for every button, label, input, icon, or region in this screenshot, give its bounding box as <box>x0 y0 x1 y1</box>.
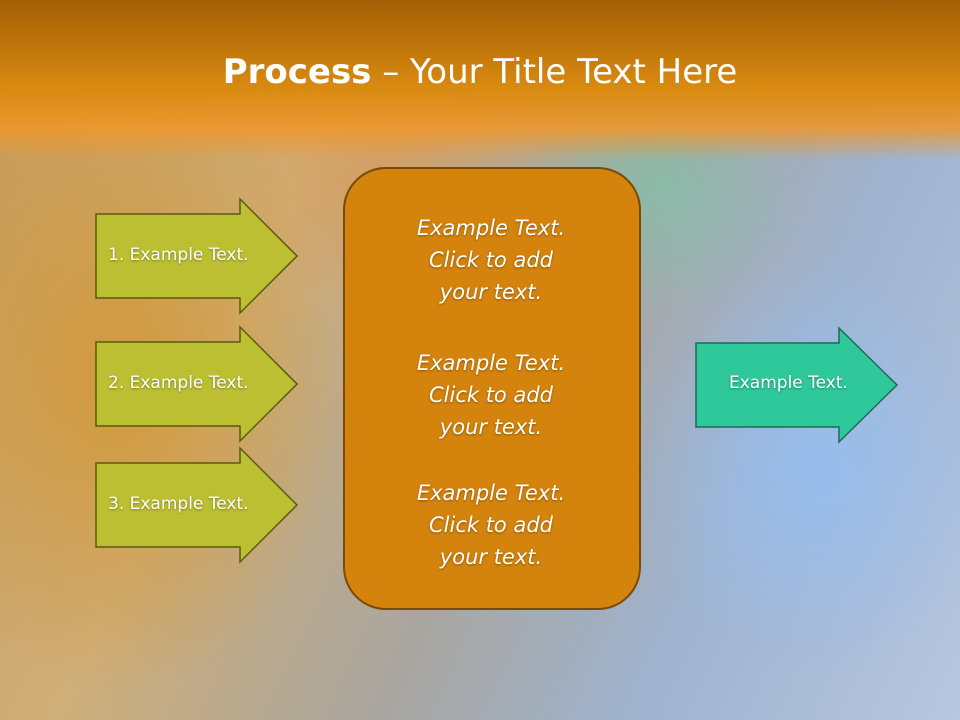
left-arrow-1-label: 1. Example Text. <box>108 245 249 265</box>
slide-title[interactable]: Process – Your Title Text Here <box>0 52 960 92</box>
center-text-line: Example Text. <box>416 216 566 240</box>
center-text-line: your text. <box>439 280 543 304</box>
slide-title-rest: – Your Title Text Here <box>371 52 738 92</box>
center-text-line: Click to add <box>428 248 553 272</box>
center-text-block-1: Example Text. Click to add your text. <box>345 212 637 308</box>
left-arrow-3[interactable] <box>95 446 299 564</box>
center-text-block-3: Example Text. Click to add your text. <box>345 477 637 573</box>
center-text-block-2: Example Text. Click to add your text. <box>345 347 637 443</box>
left-arrow-3-label: 3. Example Text. <box>108 494 249 514</box>
center-text-line: Click to add <box>428 383 553 407</box>
slide-title-bold: Process <box>222 52 372 92</box>
center-text-line: your text. <box>439 415 543 439</box>
center-text-line: your text. <box>439 545 543 569</box>
center-box[interactable] <box>343 167 641 610</box>
center-text-line: Example Text. <box>416 351 566 375</box>
left-arrow-1[interactable] <box>95 197 299 315</box>
right-arrow-label: Example Text. <box>729 373 848 393</box>
left-arrow-2[interactable] <box>95 325 299 443</box>
left-arrow-2-label: 2. Example Text. <box>108 373 249 393</box>
center-text-line: Example Text. <box>416 481 566 505</box>
center-text-line: Click to add <box>428 513 553 537</box>
right-arrow[interactable] <box>695 326 899 444</box>
title-band <box>0 0 960 160</box>
